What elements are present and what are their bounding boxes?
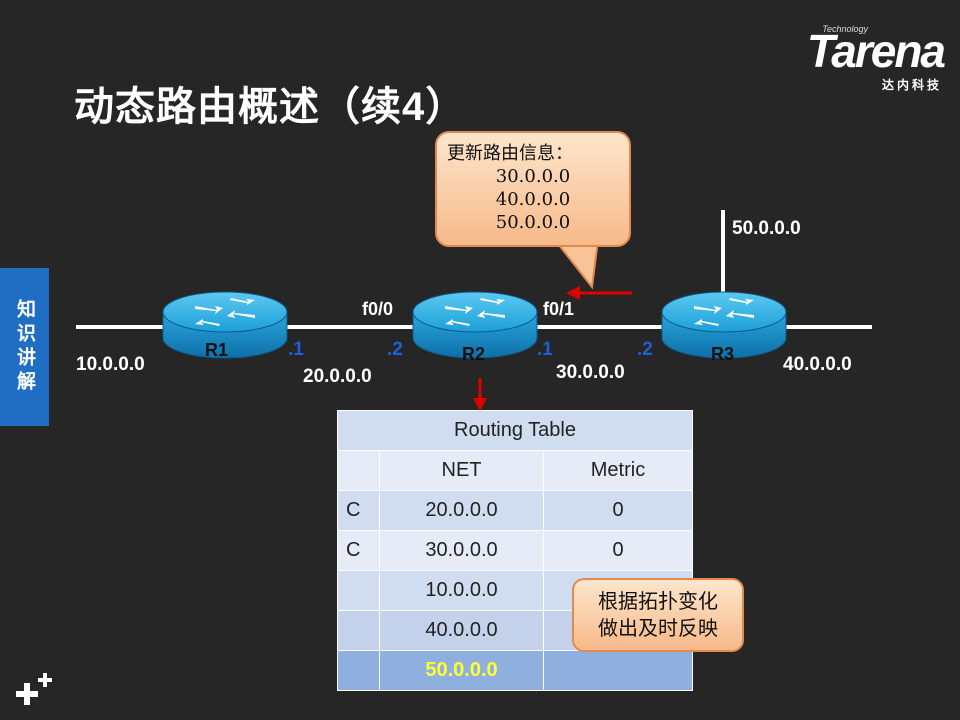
addr-r2-left: .2: [387, 339, 403, 360]
route-code-cell: C: [337, 490, 380, 531]
route-net-cell: 30.0.0.0: [379, 530, 544, 571]
route-code-cell: [337, 650, 380, 691]
callout-line: 根据拓扑变化: [598, 589, 718, 613]
router-r3-label: R3: [711, 344, 735, 364]
route-net-cell: 20.0.0.0: [379, 490, 544, 531]
tarena-logo: Technology Tarena 达内科技: [764, 20, 946, 92]
update-callout: 更新路由信息： 30.0.0.0 40.0.0.0 50.0.0.0: [435, 131, 631, 247]
route-code-cell: [337, 570, 380, 611]
network-40-label: 40.0.0.0: [783, 354, 852, 375]
interface-f0-0-label: f0/0: [362, 299, 394, 319]
network-30-label: 30.0.0.0: [556, 362, 625, 383]
addr-r2-right: .1: [537, 339, 553, 360]
route-metric-cell: [543, 650, 693, 691]
network-20-label: 20.0.0.0: [303, 366, 372, 387]
plus-icon: [16, 673, 52, 705]
table-row: 50.0.0.0: [337, 650, 693, 691]
header-cell: [337, 450, 380, 491]
routing-table-caption-row: Routing Table: [337, 410, 693, 451]
logo-technology-text: Technology: [822, 24, 868, 34]
interface-f0-1-label: f0/1: [543, 299, 575, 319]
routing-table-header-row: NET Metric: [337, 450, 693, 491]
route-metric-cell: 0: [543, 530, 693, 571]
update-callout-header: 更新路由信息：: [447, 143, 573, 164]
network-50-label: 50.0.0.0: [732, 218, 801, 239]
router-r2-label: R2: [462, 344, 486, 364]
table-row: C 30.0.0.0 0: [337, 530, 693, 571]
route-net-cell: 40.0.0.0: [379, 610, 544, 651]
route-metric-cell: 0: [543, 490, 693, 531]
update-callout-line: 40.0.0.0: [495, 189, 571, 210]
routing-table: Routing Table NET Metric C 20.0.0.0 0 C …: [337, 410, 693, 691]
logo-chinese-text: 达内科技: [881, 78, 942, 92]
update-callout-line: 50.0.0.0: [495, 212, 571, 233]
update-callout-pointer: [552, 239, 600, 290]
header-cell: Metric: [543, 450, 693, 491]
network-10-label: 10.0.0.0: [76, 354, 145, 375]
slide-title: 动态路由概述（续4）: [74, 85, 467, 129]
side-tab-label: 知识讲解: [14, 299, 35, 395]
topology-change-callout: 根据拓扑变化 做出及时反映: [572, 578, 744, 652]
logo-wordmark: Tarena: [806, 25, 946, 77]
addr-r3-left: .2: [637, 339, 653, 360]
route-code-cell: C: [337, 530, 380, 571]
route-net-cell: 10.0.0.0: [379, 570, 544, 611]
table-arrow-head: [473, 398, 487, 411]
section-side-tab: 知识讲解: [0, 268, 49, 426]
table-row: C 20.0.0.0 0: [337, 490, 693, 531]
router-r1-label: R1: [205, 340, 229, 360]
header-cell: NET: [379, 450, 544, 491]
addr-r1-right: .1: [288, 339, 304, 360]
route-code-cell: [337, 610, 380, 651]
callout-line: 做出及时反映: [598, 616, 718, 640]
route-net-cell-new: 50.0.0.0: [379, 650, 544, 691]
update-arrow-head: [566, 286, 580, 300]
routing-table-caption: Routing Table: [337, 410, 693, 451]
update-callout-line: 30.0.0.0: [495, 166, 571, 187]
